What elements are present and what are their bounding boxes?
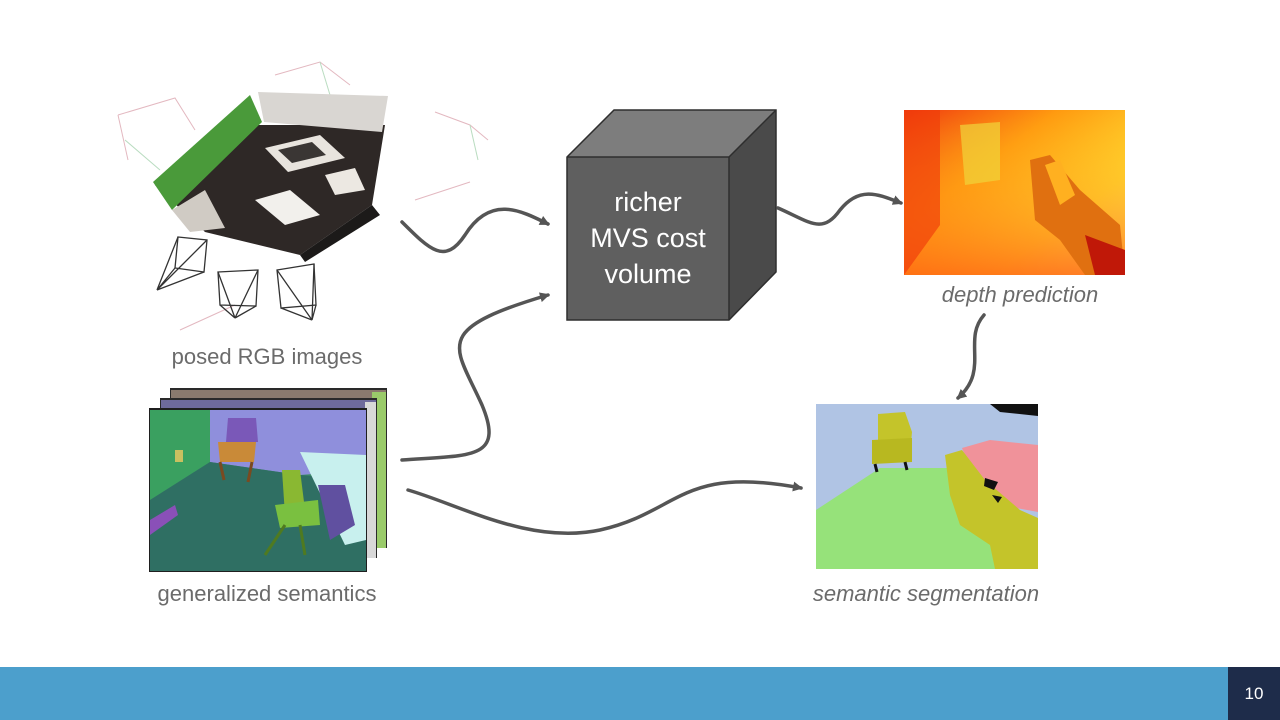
label-generalized-semantics: generalized semantics — [157, 581, 377, 606]
point-cloud-image — [117, 61, 489, 331]
arrow-depth-to-segmentation — [956, 313, 986, 400]
arrow-semantics-to-cube — [400, 292, 550, 462]
arrow-semantics-to-segmentation — [406, 480, 803, 536]
page-number: 10 — [1228, 667, 1280, 720]
arrows — [400, 192, 986, 536]
label-depth-prediction: depth prediction — [941, 282, 1099, 307]
arrow-rgb-to-cube — [400, 207, 550, 254]
camera-icon — [156, 236, 317, 321]
label-semantic-segmentation: semantic segmentation — [812, 581, 1040, 606]
footer-bar — [0, 667, 1228, 720]
cube-label-line-1: richer — [614, 187, 682, 217]
cube-label-line-3: volume — [604, 259, 692, 289]
depth-prediction-image — [904, 110, 1125, 275]
semantics-image-stack — [149, 388, 387, 572]
label-posed-rgb-images: posed RGB images — [171, 344, 363, 369]
cube-label: richer MVS cost volume — [567, 184, 729, 292]
arrow-cube-to-depth — [776, 192, 903, 226]
cost-volume-cube — [566, 109, 777, 321]
semantic-segmentation-image — [816, 404, 1038, 569]
cube-label-line-2: MVS cost — [590, 223, 706, 253]
